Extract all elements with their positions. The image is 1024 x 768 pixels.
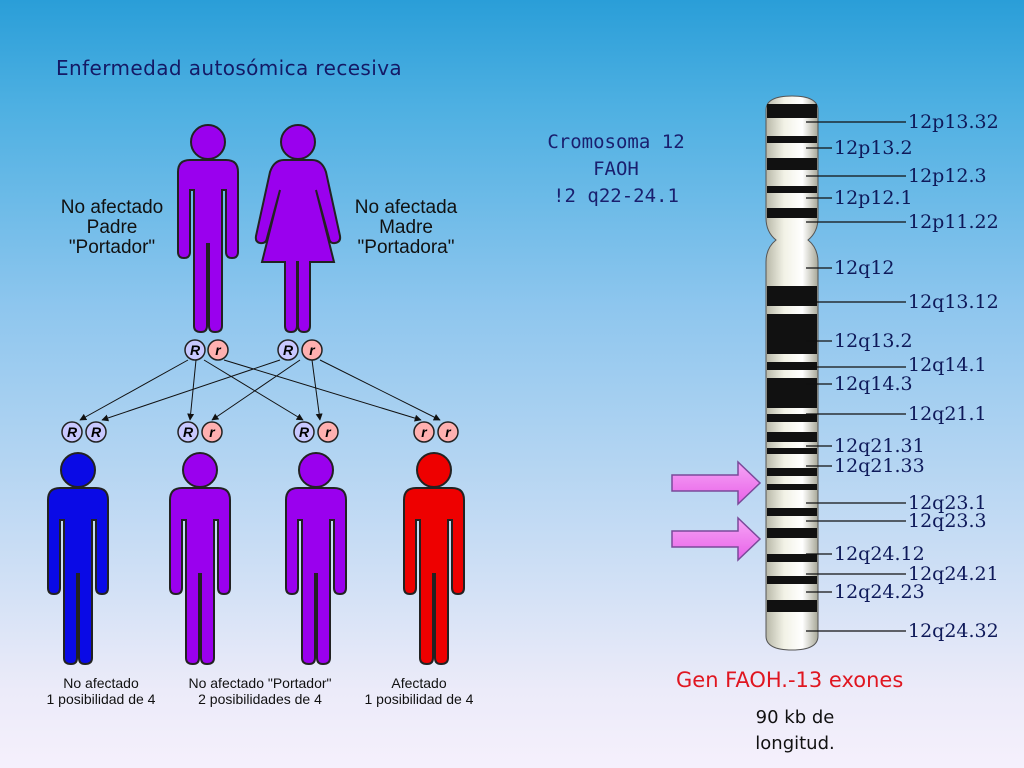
mother-label: No afectada Madre "Portadora" <box>336 198 476 258</box>
band-label: 12q13.2 <box>834 330 913 352</box>
child-label-line-1: No afectado "Portador" <box>188 675 332 691</box>
gene-locus: !2 q22-24.1 <box>553 185 679 207</box>
gene-locus-arrow-lower <box>671 516 762 562</box>
allele-label: r <box>445 424 452 440</box>
allele-label: r <box>215 342 222 358</box>
inheritance-arrows <box>79 359 441 422</box>
chromosome-12-ideogram <box>765 95 906 651</box>
child-alleles-3: R r <box>293 421 339 443</box>
band-label: 12p12.3 <box>908 165 987 187</box>
chromosome-info: Cromosoma 12 FAOH !2 q22-24.1 <box>526 129 706 210</box>
gene-exon-title: Gen FAOH.-13 exones <box>676 668 904 692</box>
chromosome-name: Cromosoma 12 <box>547 131 685 153</box>
child-label-carrier: No afectado "Portador" 2 posibilidades d… <box>170 675 350 707</box>
father-label: No afectado Padre "Portador" <box>42 198 182 258</box>
slide-title: Enfermedad autosómica recesiva <box>56 56 403 80</box>
band-label: 12q12 <box>834 257 895 279</box>
gene-size-line-1: 90 kb de <box>755 707 835 728</box>
father-label-line-2: Padre <box>86 217 138 238</box>
band-label: 12q24.12 <box>834 543 925 565</box>
gene-locus-arrow-upper <box>671 460 762 506</box>
band-label: 12q13.12 <box>908 291 999 313</box>
mother-alleles: R r <box>277 339 323 361</box>
allele-label: r <box>209 424 216 440</box>
allele-label: R <box>299 424 310 440</box>
band-label: 12q14.3 <box>834 373 913 395</box>
allele-label: r <box>325 424 332 440</box>
child-alleles-1: R R <box>61 421 107 443</box>
child-figure-unaffected <box>47 452 109 666</box>
gene-name: FAOH <box>593 158 639 180</box>
allele-label: R <box>183 424 194 440</box>
child-label-unaffected: No afectado 1 posibilidad de 4 <box>26 675 176 707</box>
band-label: 12p13.32 <box>908 111 999 133</box>
child-alleles-2: R r <box>177 421 223 443</box>
band-label: 12p13.2 <box>834 137 913 159</box>
band-label: 12q23.3 <box>908 510 987 532</box>
gene-size: 90 kb de longitud. <box>730 705 860 757</box>
band-label: 12q24.23 <box>834 581 925 603</box>
band-label: 12q14.1 <box>908 354 987 376</box>
mother-figure <box>254 124 342 334</box>
child-figure-carrier-2 <box>285 452 347 666</box>
child-label-line-2: 1 posibilidad de 4 <box>46 691 156 707</box>
mother-label-line-2: Madre <box>379 217 433 238</box>
band-label: 12q21.33 <box>834 455 925 477</box>
band-label: 12q21.31 <box>834 435 925 457</box>
band-label: 12q23.1 <box>908 492 987 514</box>
father-alleles: R r <box>184 339 229 361</box>
band-label: 12q21.1 <box>908 403 987 425</box>
child-label-affected: Afectado 1 posibilidad de 4 <box>344 675 494 707</box>
allele-label: r <box>421 424 428 440</box>
father-figure <box>177 124 239 334</box>
child-figure-affected <box>403 452 465 666</box>
child-label-line-1: No afectado <box>63 675 139 691</box>
allele-label: r <box>309 342 316 358</box>
child-alleles-4: r r <box>413 421 459 443</box>
band-label: 12q24.21 <box>908 563 999 585</box>
child-label-line-2: 2 posibilidades de 4 <box>198 691 322 707</box>
father-label-line-3: "Portador" <box>68 237 156 258</box>
child-label-line-2: 1 posibilidad de 4 <box>364 691 474 707</box>
child-figure-carrier-1 <box>169 452 231 666</box>
father-label-line-1: No afectado <box>60 197 164 218</box>
mother-label-line-3: "Portadora" <box>357 237 455 258</box>
band-label: 12p11.22 <box>908 211 999 233</box>
child-label-line-1: Afectado <box>391 675 447 691</box>
allele-label: R <box>91 424 102 440</box>
gene-size-line-2: longitud. <box>755 733 835 754</box>
band-label: 12p12.1 <box>834 187 913 209</box>
allele-label: R <box>283 342 294 358</box>
allele-label: R <box>67 424 78 440</box>
mother-label-line-1: No afectada <box>354 197 458 218</box>
allele-label: R <box>190 342 201 358</box>
band-label: 12q24.32 <box>908 620 999 642</box>
